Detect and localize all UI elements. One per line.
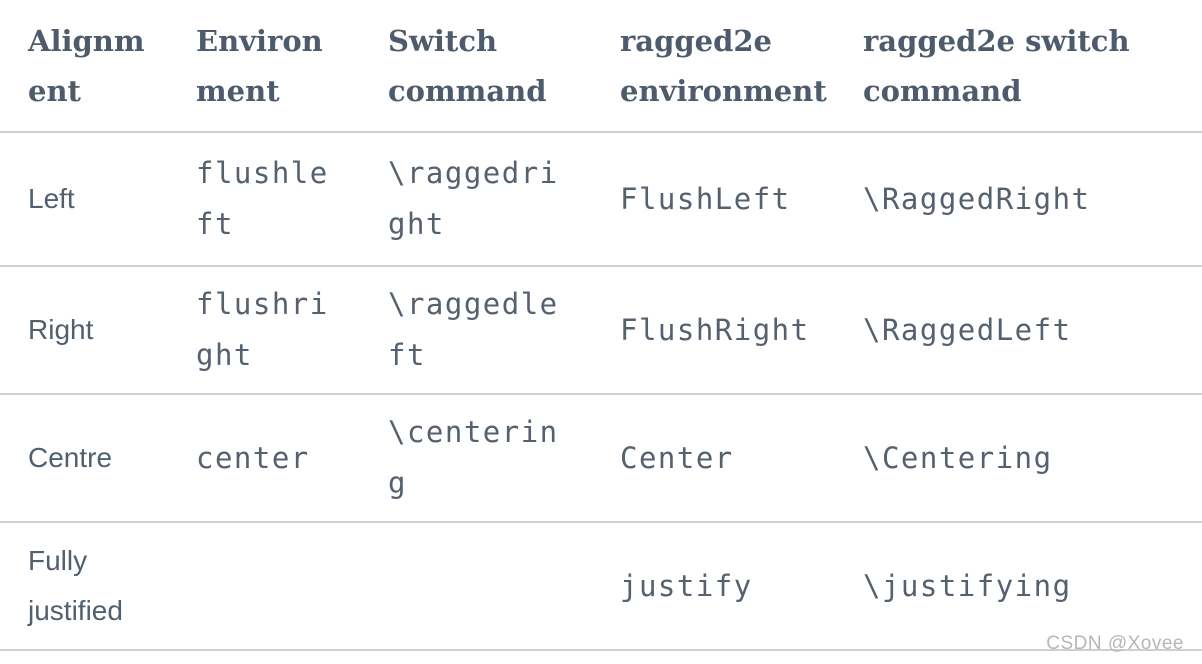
column-header-ragged2e-switch-command: ragged2e switch command [863, 23, 1130, 108]
column-header-alignment: Alignm ent [28, 23, 145, 108]
cell-ragged2e-environment: Center [620, 440, 734, 475]
cell-ragged2e-environment: FlushRight [620, 312, 810, 347]
cell-ragged2e-environment: justify [620, 568, 753, 603]
column-header-switch-command: Switch command [388, 23, 547, 108]
cell-switch-command: \centerin g [388, 415, 559, 500]
cell-switch-command: \raggedle ft [388, 287, 559, 372]
cell-alignment: Right [28, 314, 94, 345]
cell-ragged2e-switch-command: \Centering [863, 440, 1053, 475]
cell-alignment: Centre [28, 442, 113, 473]
table-row-centre: Centre center \centerin g Center \Center… [0, 395, 1202, 523]
cell-alignment: Fully justified [28, 545, 123, 626]
table-header-row: Alignm ent Environ ment Switch command r… [0, 0, 1202, 133]
cell-switch-command: \raggedri ght [388, 156, 559, 241]
table-row-right: Right flushri ght \raggedle ft FlushRigh… [0, 267, 1202, 395]
table-row-fully-justified: Fully justified justify \justifying [0, 523, 1202, 651]
cell-ragged2e-switch-command: \RaggedLeft [863, 312, 1072, 347]
cell-ragged2e-environment: FlushLeft [620, 181, 791, 216]
cell-ragged2e-switch-command: \justifying [863, 568, 1072, 603]
cell-ragged2e-switch-command: \RaggedRight [863, 181, 1091, 216]
column-header-ragged2e-environment: ragged2e environment [620, 23, 827, 108]
cell-alignment: Left [28, 183, 75, 214]
cell-environment: center [196, 440, 310, 475]
csdn-watermark: CSDN @Xovee [1046, 633, 1184, 654]
cell-environment: flushri ght [196, 287, 329, 372]
cell-environment: flushle ft [196, 156, 329, 241]
table-row-left: Left flushle ft \raggedri ght FlushLeft … [0, 133, 1202, 267]
column-header-environment: Environ ment [196, 23, 323, 108]
